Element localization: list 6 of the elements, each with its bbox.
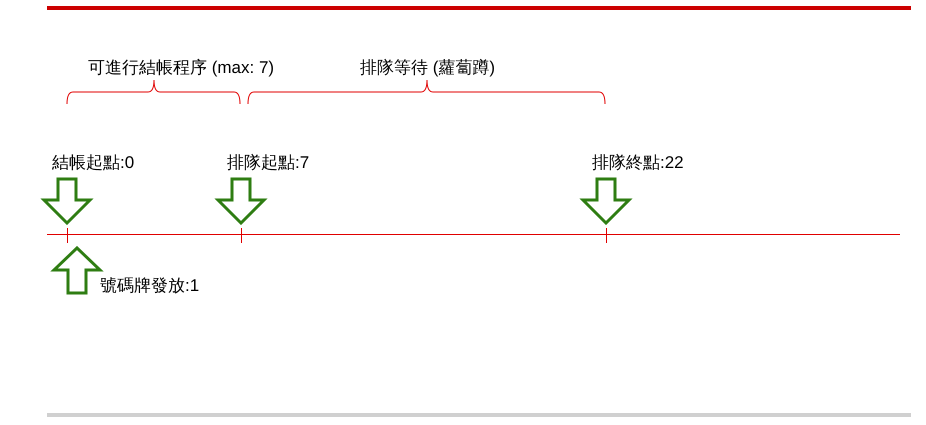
- marker-label: 排隊終點:22: [592, 153, 684, 173]
- marker-label: 結帳起點:0: [52, 153, 134, 173]
- marker-label: 號碼牌發放:1: [100, 276, 200, 296]
- bracket-label: 可進行結帳程序 (max: 7): [88, 58, 274, 78]
- bracket-label: 排隊等待 (蘿蔔蹲): [360, 58, 496, 78]
- marker-label: 排隊起點:7: [227, 153, 310, 173]
